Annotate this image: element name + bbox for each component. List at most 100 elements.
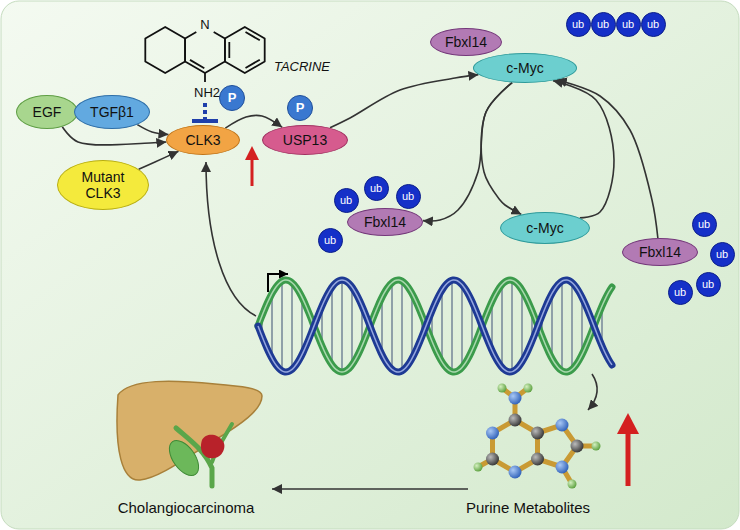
ubiquitin-circle: ub [692,212,717,237]
node-label: Fbxl14 [445,34,487,50]
node-label: ub [622,18,634,31]
dna-helix [258,280,612,372]
ligand-ellipse: EGF [16,95,78,129]
dna-helix [451,280,453,371]
purine-molecule [531,427,544,440]
dna-helix [341,280,343,372]
dna-helix [351,287,353,365]
dna-helix [271,293,273,358]
node-label: Fbxl14 [639,244,681,260]
node-label: ub [340,194,352,207]
purine-molecule [486,427,499,440]
mutant-ellipse: Mutant CLK3 [57,160,149,210]
protein-ellipse: Fbxl14 [622,238,698,266]
drug-name: TACRINE [274,60,330,75]
node-label: ub [597,18,609,31]
tacrine-structure [190,32,260,68]
inhibition-bar [192,103,218,121]
progression-arrow [272,489,468,490]
purine-molecule [556,461,569,474]
node-label: ub [702,278,714,291]
purine-molecule [478,388,596,484]
feedback-arrow [206,162,256,316]
ubiquitin-circle: ub [641,12,666,37]
transcription-arrow [588,374,597,410]
ubiquitin-circle: ub [591,12,616,37]
node-label: ub [674,286,686,299]
dna-helix [501,285,503,368]
up-arrow [617,413,639,434]
purine-molecule [592,442,601,451]
dna-helix [331,287,333,365]
signal-arrow [330,75,478,128]
ubiquitin-circle: ub [334,188,359,213]
node-label: ub [698,218,710,231]
purine-molecule [568,480,577,489]
transcription-arrow [588,374,597,410]
tacrine-structure [145,27,264,82]
dna-helix [391,283,393,370]
node-label: c-Myc [506,60,543,76]
up-arrow [251,158,254,186]
node-label: ub [647,18,659,31]
protein-ellipse: Fbxl14 [347,208,423,236]
node-label: ub [402,190,414,203]
dna-helix [258,280,612,372]
up-arrow [626,430,631,486]
feedback-arrow [206,162,256,316]
ligand-ellipse: TGFβ1 [74,95,150,129]
inhibition-bar [203,103,207,119]
dna-helix [461,285,463,368]
dna-helix [258,280,612,372]
up-arrow [245,146,259,160]
protein-ellipse: c-Myc [473,53,577,83]
phosphate-circle: P [287,95,313,121]
ubiquitin-circle: ub [696,272,721,297]
tacrine-structure [225,27,265,73]
purine-molecule [474,463,483,472]
kinase-ellipse: CLK3 [166,125,240,155]
signal-arrow [62,127,166,145]
dna-helix [561,281,563,371]
atom-label: NH2 [194,86,220,101]
purine-molecule [509,466,522,479]
promoter-arrow [268,274,288,292]
atom-label: N [200,18,209,33]
node-label: ub [572,18,584,31]
signal-arrow [481,83,521,215]
tacrine-structure [185,32,225,73]
liver-illustration [117,381,262,480]
ubiquitin-circle: ub [616,12,641,37]
purine-molecule [571,440,584,453]
protein-ellipse: c-Myc [500,212,590,244]
phosphate-circle: P [219,85,245,111]
disease-label: Cholangiocarcinoma [118,499,255,516]
dna-helix [258,280,612,372]
protein-ellipse: USP13 [262,125,348,155]
purine-molecule [486,453,499,466]
tacrine-structure [145,27,185,73]
purine-molecule [509,414,522,427]
dna-helix [258,280,612,372]
dna-helix [281,281,283,371]
node-label: TGFβ1 [90,104,134,120]
node-label: USP13 [283,132,327,148]
dna-helix [441,290,443,362]
dna-helix [521,290,523,362]
purine-molecule [498,384,507,393]
node-label: c-Myc [526,220,563,236]
ubiquitin-circle: ub [396,184,421,209]
dna-helix [401,281,403,371]
up-arrow [245,146,259,186]
liver-illustration [201,435,225,459]
ubiquitin-circle: ub [668,280,693,305]
node-label: P [296,101,305,116]
purine-molecule [524,384,533,393]
ubiquitin-circle: ub [566,12,591,37]
dna-helix [551,293,553,358]
dna-helix [291,283,293,370]
